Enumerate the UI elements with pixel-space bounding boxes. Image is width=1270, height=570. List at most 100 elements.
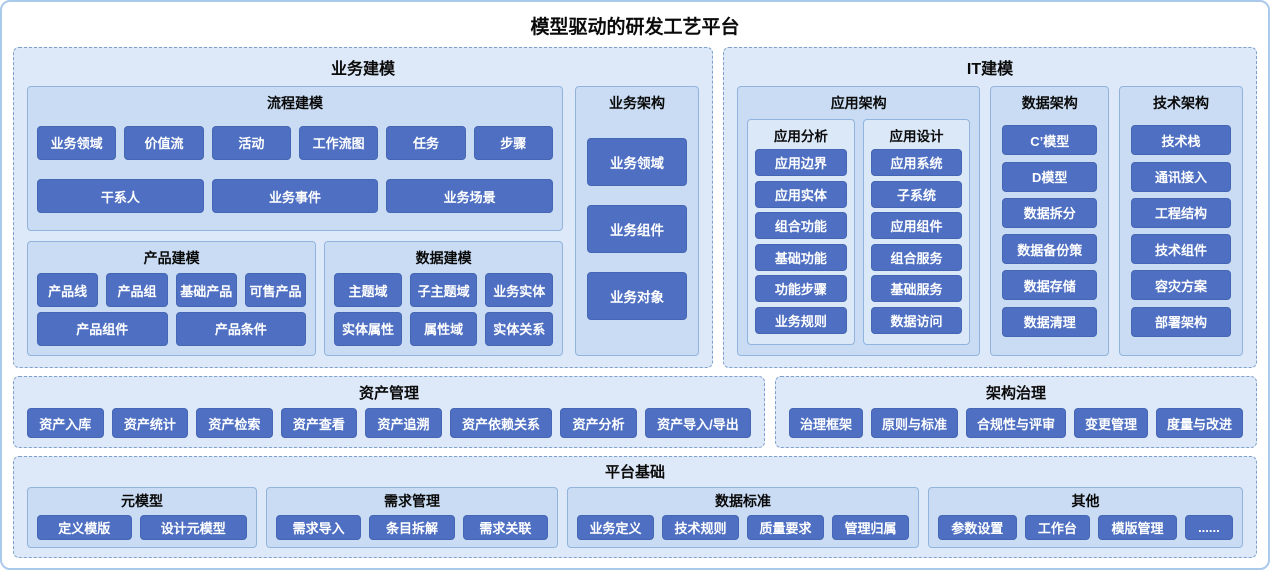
module-block: 资产入库 [27, 408, 104, 438]
panel-meta-model: 元模型 定义模版 设计元模型 [27, 487, 257, 548]
module-block: 治理框架 [789, 408, 863, 438]
module-block: 任务 [386, 125, 466, 160]
module-block: 产品组件 [37, 311, 168, 346]
module-block: 通讯接入 [1131, 161, 1231, 192]
application-analysis-stack: 应用边界 应用实体 组合功能 基础功能 功能步骤 业务规则 [755, 145, 847, 338]
module-block: 条目拆解 [369, 515, 455, 540]
middle-row: 资产管理 资产入库 资产统计 资产检索 资产查看 资产追溯 资产依赖关系 资产分… [13, 376, 1257, 448]
platform-foundation-row: 元模型 定义模版 设计元模型 需求管理 需求导入 条目拆解 需求关联 数据标准 … [27, 487, 1243, 548]
module-block: 主题域 [334, 273, 402, 308]
module-block: 组合功能 [755, 212, 847, 240]
module-block: 数据存储 [1002, 270, 1098, 301]
business-modeling-left-column: 流程建模 业务领域 价值流 活动 工作流图 任务 步骤 干系人 业务事件 [27, 86, 563, 356]
module-block: 数据清理 [1002, 306, 1098, 337]
module-block: 应用组件 [870, 212, 963, 240]
product-modeling-row-2: 产品组件 产品条件 [37, 311, 307, 346]
panel-process-modeling: 流程建模 业务领域 价值流 活动 工作流图 任务 步骤 干系人 业务事件 [27, 86, 563, 231]
module-block: 功能步骤 [755, 275, 847, 303]
section-title: 资产管理 [358, 385, 419, 402]
module-block: 业务场景 [386, 179, 554, 214]
module-block: 资产查看 [280, 408, 358, 438]
product-modeling-row-1: 产品线 产品组 基础产品 可售产品 [37, 273, 307, 308]
module-block: 业务实体 [485, 273, 553, 308]
panel-title: 应用架构 [830, 95, 887, 111]
data-architecture-stack: C’模型 D模型 数据拆分 数据备份策 数据存储 数据清理 [1000, 119, 1099, 345]
panel-title: 数据建模 [415, 249, 472, 266]
module-block: 资产依赖关系 [449, 408, 553, 438]
module-block: 组合服务 [870, 243, 963, 271]
module-block: 容灾方案 [1131, 270, 1231, 301]
module-block: 实体关系 [485, 311, 553, 346]
panel-business-architecture: 业务架构 业务领域 业务组件 业务对象 [575, 86, 699, 356]
module-block: 基础服务 [870, 275, 963, 303]
panel-data-standards: 数据标准 业务定义 技术规则 质量要求 管理归属 [567, 487, 919, 548]
module-block: 基础功能 [755, 243, 847, 271]
module-block: 子系统 [870, 180, 963, 208]
module-block: 属性域 [409, 311, 478, 346]
module-block: 业务领域 [37, 125, 117, 160]
panel-title: 应用设计 [889, 129, 944, 144]
panel-requirement-management: 需求管理 需求导入 条目拆解 需求关联 [266, 487, 558, 548]
business-modeling-bottom-row: 产品建模 产品线 产品组 基础产品 可售产品 产品组件 产品条件 [27, 240, 563, 356]
panel-application-design: 应用设计 应用系统 子系统 应用组件 组合服务 基础服务 数据访问 [862, 119, 971, 345]
application-design-stack: 应用系统 子系统 应用组件 组合服务 基础服务 数据访问 [870, 145, 963, 338]
module-block: 业务事件 [211, 179, 379, 214]
application-architecture-columns: 应用分析 应用边界 应用实体 组合功能 基础功能 功能步骤 业务规则 [747, 119, 971, 345]
module-block: 管理归属 [832, 515, 909, 540]
module-block: 可售产品 [244, 273, 307, 308]
process-modeling-row-1: 业务领域 价值流 活动 工作流图 任务 步骤 [37, 119, 553, 166]
panel-title: 产品建模 [143, 249, 200, 266]
section-title: 架构治理 [985, 385, 1046, 402]
module-block: 技术组件 [1131, 234, 1231, 265]
module-block: 设计元模型 [139, 515, 247, 540]
module-block: 产品组 [106, 273, 168, 308]
panel-others: 其他 参数设置 工作台 模版管理 ...... [928, 487, 1243, 548]
module-block: 需求导入 [276, 515, 362, 540]
module-block: 产品线 [37, 273, 99, 308]
module-block: 数据访问 [870, 306, 963, 334]
module-block: 业务组件 [587, 205, 687, 253]
panel-title: 数据标准 [715, 493, 771, 509]
section-title: 业务建模 [330, 61, 395, 78]
module-block: 数据备份策 [1002, 234, 1098, 265]
module-block: 原则与标准 [871, 408, 958, 438]
module-block: ...... [1184, 515, 1234, 540]
panel-tech-architecture: 技术架构 技术栈 通讯接入 工程结构 技术组件 容灾方案 部署架构 [1119, 86, 1243, 356]
panel-title: 流程建模 [267, 95, 323, 111]
module-block: 业务对象 [587, 272, 687, 320]
module-block: 应用边界 [755, 149, 847, 177]
module-block: 工作流图 [298, 125, 379, 160]
module-block: 数据拆分 [1002, 197, 1098, 228]
page-title: 模型驱动的研发工艺平台 [530, 17, 740, 38]
section-platform-foundation: 平台基础 元模型 定义模版 设计元模型 需求管理 需求导入 条目拆解 需求关联 … [13, 456, 1257, 558]
others-row: 参数设置 工作台 模版管理 ...... [938, 515, 1234, 540]
panel-title: 业务架构 [609, 95, 665, 111]
module-block: C’模型 [1002, 125, 1098, 156]
section-title: 平台基础 [604, 464, 665, 481]
data-modeling-row-2: 实体属性 属性域 实体关系 [334, 311, 553, 346]
module-block: 模版管理 [1098, 515, 1177, 540]
section-architecture-governance: 架构治理 治理框架 原则与标准 合规性与评审 变更管理 度量与改进 [775, 376, 1257, 448]
module-block: 需求关联 [462, 515, 548, 540]
panel-title: 其他 [1071, 493, 1100, 509]
section-business-modeling: 业务建模 流程建模 业务领域 价值流 活动 工作流图 任务 步骤 [13, 47, 713, 368]
module-block: 工程结构 [1131, 197, 1231, 228]
module-block: 实体属性 [334, 311, 402, 346]
module-block: 子主题域 [409, 273, 478, 308]
section-it-modeling: IT建模 应用架构 应用分析 应用边界 应用实体 组合功能 基础功能 功能步骤 [723, 47, 1257, 368]
module-block: 质量要求 [747, 515, 824, 540]
module-block: 部署架构 [1131, 306, 1231, 337]
process-modeling-row-2: 干系人 业务事件 业务场景 [37, 172, 554, 219]
module-block: 合规性与评审 [966, 408, 1066, 438]
module-block: 定义模版 [37, 515, 132, 540]
module-block: 工作台 [1024, 515, 1091, 540]
panel-title: 需求管理 [384, 493, 440, 509]
panel-title: 应用分析 [773, 129, 828, 144]
panel-title: 技术架构 [1153, 95, 1210, 111]
panel-data-architecture: 数据架构 C’模型 D模型 数据拆分 数据备份策 数据存储 数据清理 [990, 86, 1110, 356]
module-block: 价值流 [124, 125, 204, 160]
module-block: 步骤 [473, 125, 553, 160]
module-block: 活动 [211, 125, 291, 160]
panel-title: 数据架构 [1021, 95, 1078, 111]
panel-application-architecture: 应用架构 应用分析 应用边界 应用实体 组合功能 基础功能 功能步骤 业务规则 [737, 86, 981, 356]
